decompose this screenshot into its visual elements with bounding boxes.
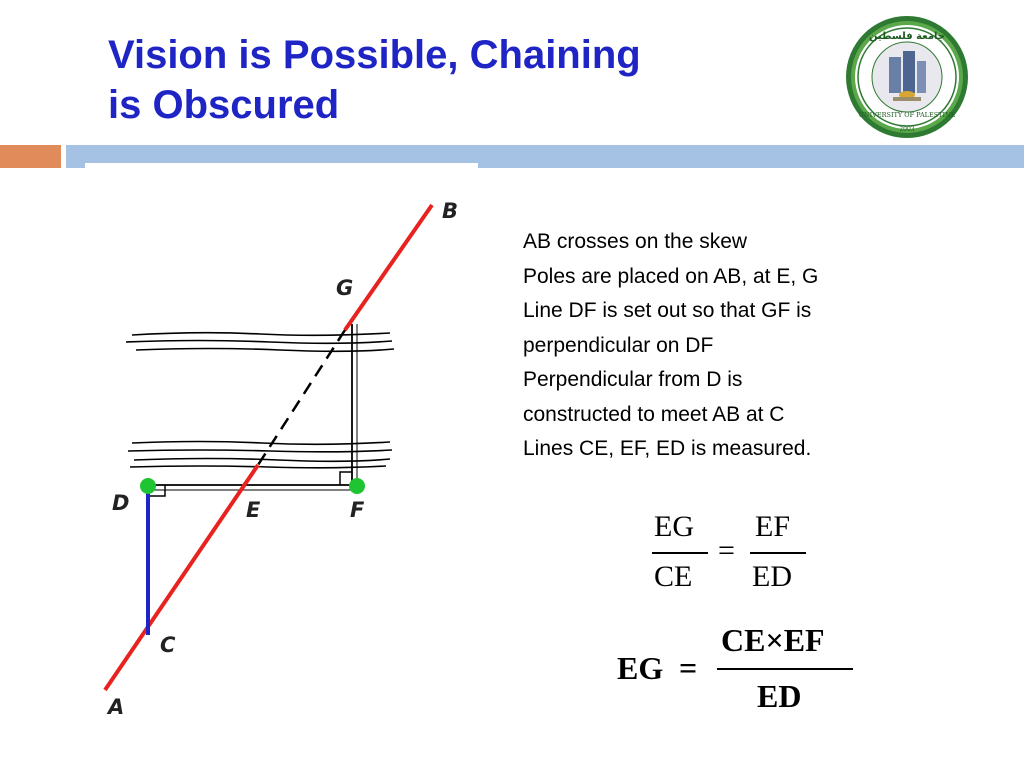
ratio-left-denominator: CE [654,560,693,593]
description-line: Perpendicular from D is [523,368,743,391]
right-angle-mark-f [339,471,352,485]
header-accent-orange [0,145,61,168]
logo-year-text: 2003 [899,126,914,133]
ratio-right-denominator: ED [752,560,792,593]
description-text: AB crosses on the skew Poles are placed … [523,225,943,467]
university-logo: جامعة فلسطين UNIVERSITY OF PALESTINE 200… [843,13,971,141]
river-banks [125,331,395,469]
slide-title: Vision is Possible, Chaining is Obscured [108,30,808,130]
fraction-bar [652,552,708,554]
chaining-diagram: B G D E F C A [103,199,458,719]
title-line-2: is Obscured [108,83,340,127]
label-f: F [350,498,365,522]
logo-arabic-text: جامعة فلسطين [869,31,945,42]
solved-equation: EG = CE×EF ED [617,620,867,720]
description-line: Lines CE, EF, ED is measured. [523,437,812,460]
description-line: Poles are placed on AB, at E, G [523,264,819,288]
description-line: Line DF is set out so that GF is [523,299,812,322]
label-c: C [160,633,176,657]
label-b: B [442,199,458,223]
ratio-left-numerator: EG [654,510,694,543]
fraction-bar [750,552,806,554]
river-bank-line [131,331,391,337]
pole-f [349,478,365,494]
river-bank-line [135,347,395,353]
ratio-equals-sign: = [718,534,735,567]
river-bank-line [131,440,391,446]
description-line: AB crosses on the skew [523,230,748,253]
pole-d [140,478,156,494]
description-line: perpendicular on DF [523,333,714,357]
solved-denominator: ED [757,678,802,714]
logo-english-text: UNIVERSITY OF PALESTINE [858,111,955,119]
title-line-1: Vision is Possible, Chaining [108,33,641,77]
solved-numerator: CE×EF [721,622,825,658]
line-ab-upper [343,203,434,332]
line-ab-hidden-segment [256,329,347,466]
line-ab-lower [103,463,260,692]
solved-lhs: EG [617,650,664,686]
label-a: A [106,695,124,719]
solved-equals-sign: = [679,650,698,686]
right-angle-mark-d [150,485,166,497]
ratio-right-numerator: EF [755,510,791,543]
river-bank-line [127,449,393,453]
ratio-equation: EG CE = EF ED [648,508,810,598]
label-d: D [112,491,129,515]
river-bank-line [133,457,391,463]
header-accent-blue [66,145,1024,168]
diagram-top-strip [85,163,478,170]
description-line: constructed to meet AB at C [523,402,785,426]
label-g: G [336,276,353,300]
label-e: E [246,498,261,522]
fraction-bar [717,668,853,670]
